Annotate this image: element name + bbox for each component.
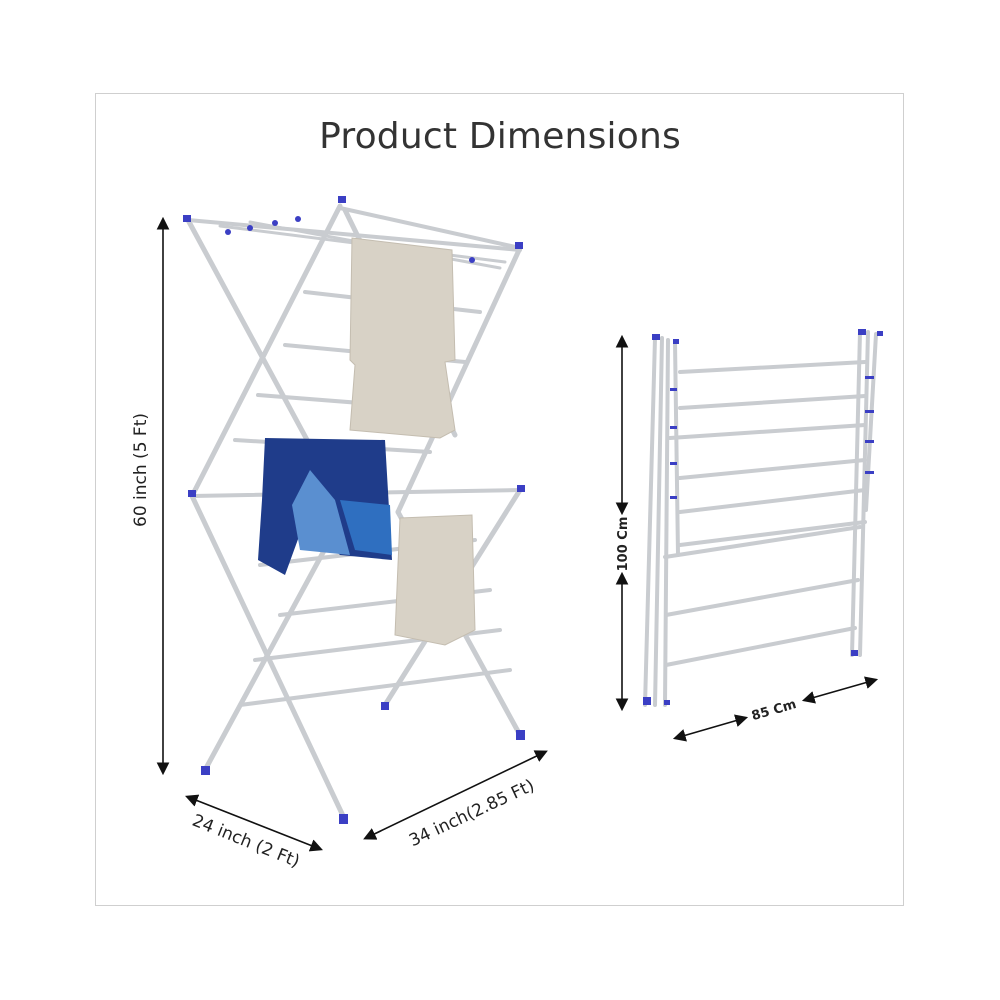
depth-arrow bbox=[185, 794, 323, 852]
hanging-shirt bbox=[258, 438, 392, 575]
image-frame bbox=[95, 93, 904, 906]
folded-width-arrow-left bbox=[672, 714, 749, 742]
width-arrow bbox=[363, 750, 548, 840]
height-label: 60 inch (5 Ft) bbox=[131, 413, 151, 527]
folded-rack-caps bbox=[643, 329, 883, 705]
folded-width-label: 85 Cm bbox=[750, 697, 798, 724]
folded-drying-rack bbox=[643, 330, 878, 707]
hanging-towels bbox=[349, 237, 476, 646]
folded-width-arrow-right bbox=[801, 676, 879, 704]
page-title: Product Dimensions bbox=[319, 116, 681, 157]
rack-caps bbox=[183, 196, 525, 824]
folded-height-label: 100 Cm bbox=[616, 517, 631, 572]
